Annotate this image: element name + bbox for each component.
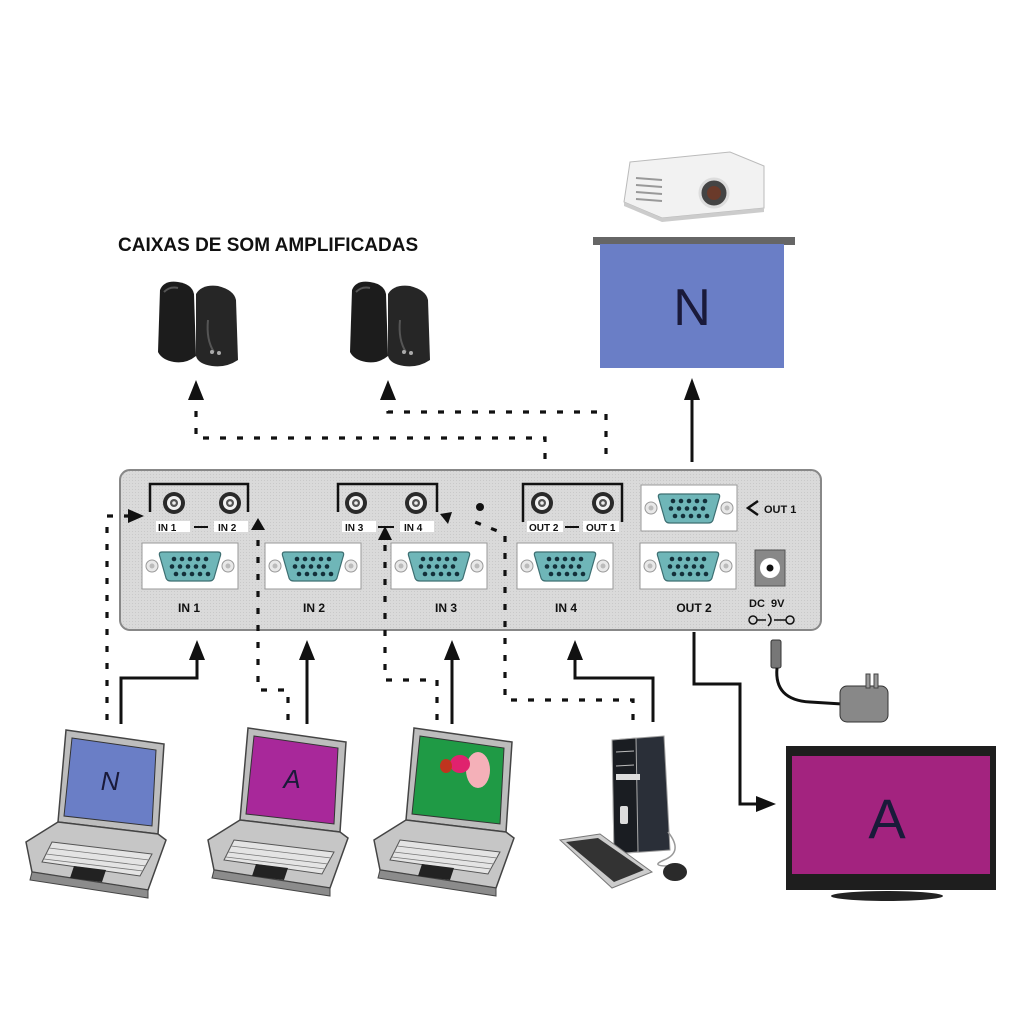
laptop-3: [373, 727, 515, 897]
television: A: [786, 746, 996, 901]
arrow-to-projector: [684, 378, 700, 400]
rca-jack-out2[interactable]: [531, 492, 553, 514]
audio-line-right-speakers: [386, 394, 608, 462]
vga-port-in1[interactable]: [141, 542, 239, 590]
vga-port-out2[interactable]: [639, 542, 737, 590]
laptop-3-screen-graphic: [440, 752, 490, 788]
speaker-pair-left: [157, 280, 239, 368]
rca-jack-in2[interactable]: [219, 492, 241, 514]
dc-polarity-icon: [748, 613, 795, 627]
vga-label-in3: IN 3: [435, 601, 457, 615]
vga-port-in2[interactable]: [264, 542, 362, 590]
audio-label-in3: IN 3: [345, 523, 364, 534]
audio-label-in2: IN 2: [218, 523, 237, 534]
vga-label-in4: IN 4: [555, 601, 577, 615]
rca-jack-out1[interactable]: [592, 492, 614, 514]
audio-bracket-out: [521, 482, 624, 522]
audio-bracket-in12: [148, 482, 250, 512]
vga-label-in1: IN 1: [178, 601, 200, 615]
power-adapter: [770, 639, 889, 723]
television-screen-letter: A: [868, 787, 906, 850]
laptop-1-screen: [63, 737, 157, 827]
arrow-to-tv: [756, 796, 776, 812]
audio-label-out1: OUT 1: [586, 523, 616, 534]
laptop-1-screen-letter: N: [101, 766, 120, 796]
arrow-audio-in4: [440, 512, 452, 524]
audio-line-desktop: [469, 518, 635, 720]
arrow-video-in3: [444, 640, 460, 660]
projection-screen-letter: N: [673, 279, 711, 337]
laptop-1: N: [25, 729, 167, 899]
rca-jack-in4[interactable]: [405, 492, 427, 514]
arrow-to-left-speakers: [188, 380, 204, 400]
laptop-2-screen: [245, 735, 339, 825]
desktop-computer: [558, 735, 687, 889]
laptop-2-screen-letter: A: [281, 764, 300, 794]
out1-arrow-icon: [745, 499, 759, 517]
arrow-audio-in3: [378, 526, 392, 540]
video-line-to-tv: [692, 632, 762, 806]
arrow-video-in1: [189, 640, 205, 660]
video-line-laptop1: [119, 652, 199, 724]
audio-label-in1: IN 1: [158, 523, 177, 534]
audio-line-laptop3: [383, 534, 439, 720]
audio-label-in4: IN 4: [404, 523, 423, 534]
vga-label-out2: OUT 2: [676, 601, 712, 615]
power-label: DC 9V: [749, 598, 785, 610]
vga-port-in3[interactable]: [390, 542, 488, 590]
arrow-to-right-speakers: [380, 380, 396, 400]
arrow-video-in2: [299, 640, 315, 660]
vga-port-in4[interactable]: [516, 542, 614, 590]
projection-screen-surface: [600, 244, 784, 368]
projector: [623, 151, 765, 222]
audio-label-out2: OUT 2: [529, 523, 559, 534]
arrow-audio-in1: [128, 509, 144, 523]
laptop-2: A: [207, 727, 349, 897]
arrow-audio-in2: [251, 518, 265, 530]
vga-port-out1[interactable]: [640, 484, 738, 532]
av-switch: IN 1 IN 2 IN 3 IN 4 OUT 2 OUT 1 OUT 1 IN…: [119, 469, 822, 631]
audio-bracket-in34: [336, 482, 439, 512]
laptop-3-screen: [411, 735, 505, 825]
television-screen: [792, 756, 990, 874]
audio-line-laptop1: [105, 514, 132, 720]
speaker-pair-right: [349, 280, 431, 368]
audio-line-left-speakers: [194, 394, 547, 462]
rca-jack-in1[interactable]: [163, 492, 185, 514]
dc-power-jack[interactable]: [754, 549, 786, 587]
vga-label-out1: OUT 1: [764, 504, 796, 516]
vga-label-in2: IN 2: [303, 601, 325, 615]
speakers-title: CAIXAS DE SOM AMPLIFICADAS: [118, 235, 418, 256]
audio-line-laptop2: [256, 528, 290, 720]
rca-jack-in3[interactable]: [345, 492, 367, 514]
arrow-video-in4: [567, 640, 583, 660]
indicator-dot: [476, 503, 484, 511]
projection-screen: N: [593, 237, 795, 368]
video-line-desktop: [573, 652, 655, 722]
